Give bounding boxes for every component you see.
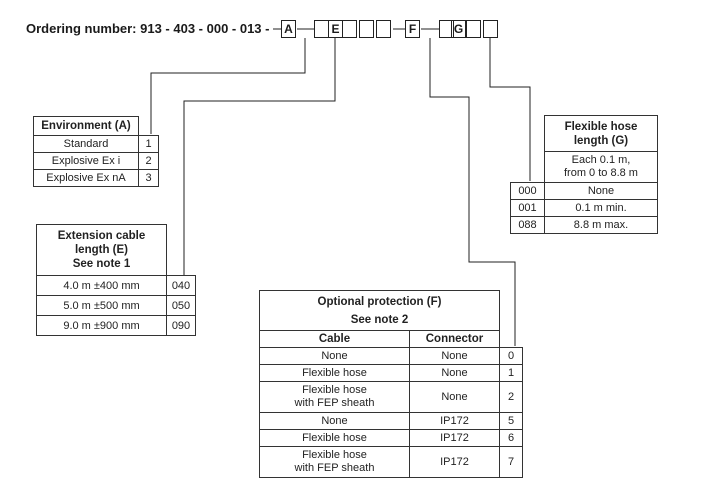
environment-name: Standard (33, 135, 139, 153)
hose-name: 0.1 m min. (544, 199, 658, 217)
table-row: Explosive Ex i 2 (33, 152, 159, 170)
protection-col-cable: Cable (259, 330, 410, 348)
ordering-number-label: Ordering number: 913 - 403 - 000 - 013 - (26, 21, 270, 36)
protection-connector: IP172 (409, 429, 500, 447)
hose-code: 000 (510, 182, 545, 200)
protection-col-connector: Connector (409, 330, 500, 348)
protection-code: 1 (499, 364, 523, 382)
hose-name: 8.8 m max. (544, 216, 658, 234)
code-box-blank-1 (314, 20, 329, 38)
table-row: Flexible hose with FEP sheath IP172 7 (259, 446, 523, 478)
code-box-a: A (281, 20, 296, 38)
protection-connector: IP172 (409, 412, 500, 430)
table-row: None IP172 5 (259, 412, 523, 430)
code-box-blank-2 (342, 20, 357, 38)
table-row: 088 8.8 m max. (510, 216, 658, 234)
table-row: None None 0 (259, 347, 523, 365)
hose-table: Flexible hose length (G) Each 0.1 m, fro… (510, 115, 658, 234)
table-row: 4.0 m ±400 mm 040 (36, 275, 196, 296)
extension-note: See note 1 (72, 258, 131, 270)
extension-code: 050 (166, 295, 196, 316)
environment-name: Explosive Ex nA (33, 169, 139, 187)
code-box-g: G (451, 20, 466, 38)
table-row: 5.0 m ±500 mm 050 (36, 295, 196, 316)
extension-name: 9.0 m ±900 mm (36, 315, 167, 336)
protection-code: 6 (499, 429, 523, 447)
protection-table: Optional protection (F) See note 2 Cable… (259, 290, 523, 478)
protection-code: 7 (499, 446, 523, 478)
hose-description: Each 0.1 m, from 0 to 8.8 m (544, 151, 658, 183)
table-row: Explosive Ex nA 3 (33, 169, 159, 187)
protection-code: 2 (499, 381, 523, 413)
environment-table: Environment (A) Standard 1 Explosive Ex … (33, 116, 159, 187)
protection-connector: None (409, 347, 500, 365)
table-row: Flexible hose with FEP sheath None 2 (259, 381, 523, 413)
extension-table: Extension cable length (E) See note 1 4.… (36, 224, 196, 336)
code-box-f: F (405, 20, 420, 38)
protection-note: See note 2 (350, 313, 409, 326)
protection-connector: None (409, 364, 500, 382)
protection-code: 0 (499, 347, 523, 365)
hose-header: Flexible hose length (G) (544, 115, 658, 152)
table-row: 000 None (510, 182, 658, 200)
code-box-blank-3 (359, 20, 374, 38)
protection-code: 5 (499, 412, 523, 430)
environment-header: Environment (A) (33, 116, 139, 136)
code-box-blank-5 (439, 20, 454, 38)
protection-cable: None (259, 347, 410, 365)
extension-name: 5.0 m ±500 mm (36, 295, 167, 316)
protection-connector: None (409, 381, 500, 413)
environment-code: 2 (138, 152, 159, 170)
protection-cable: Flexible hose (259, 429, 410, 447)
protection-connector: IP172 (409, 446, 500, 478)
code-box-blank-7 (483, 20, 498, 38)
code-box-blank-6 (466, 20, 481, 38)
environment-code: 3 (138, 169, 159, 187)
code-box-blank-4 (376, 20, 391, 38)
hose-code: 001 (510, 199, 545, 217)
hose-code: 088 (510, 216, 545, 234)
extension-code: 040 (166, 275, 196, 296)
hose-name: None (544, 182, 658, 200)
extension-header: Extension cable length (E) See note 1 (36, 224, 167, 276)
protection-cable: None (259, 412, 410, 430)
table-row: 9.0 m ±900 mm 090 (36, 315, 196, 336)
environment-name: Explosive Ex i (33, 152, 139, 170)
protection-cable: Flexible hose with FEP sheath (259, 446, 410, 478)
protection-header: Optional protection (F) See note 2 (259, 290, 500, 331)
table-row: Flexible hose None 1 (259, 364, 523, 382)
table-row: 001 0.1 m min. (510, 199, 658, 217)
extension-name: 4.0 m ±400 mm (36, 275, 167, 296)
extension-code: 090 (166, 315, 196, 336)
table-row: Flexible hose IP172 6 (259, 429, 523, 447)
protection-cable: Flexible hose with FEP sheath (259, 381, 410, 413)
protection-cable: Flexible hose (259, 364, 410, 382)
environment-code: 1 (138, 135, 159, 153)
code-box-e: E (328, 20, 343, 38)
table-row: Standard 1 (33, 135, 159, 153)
